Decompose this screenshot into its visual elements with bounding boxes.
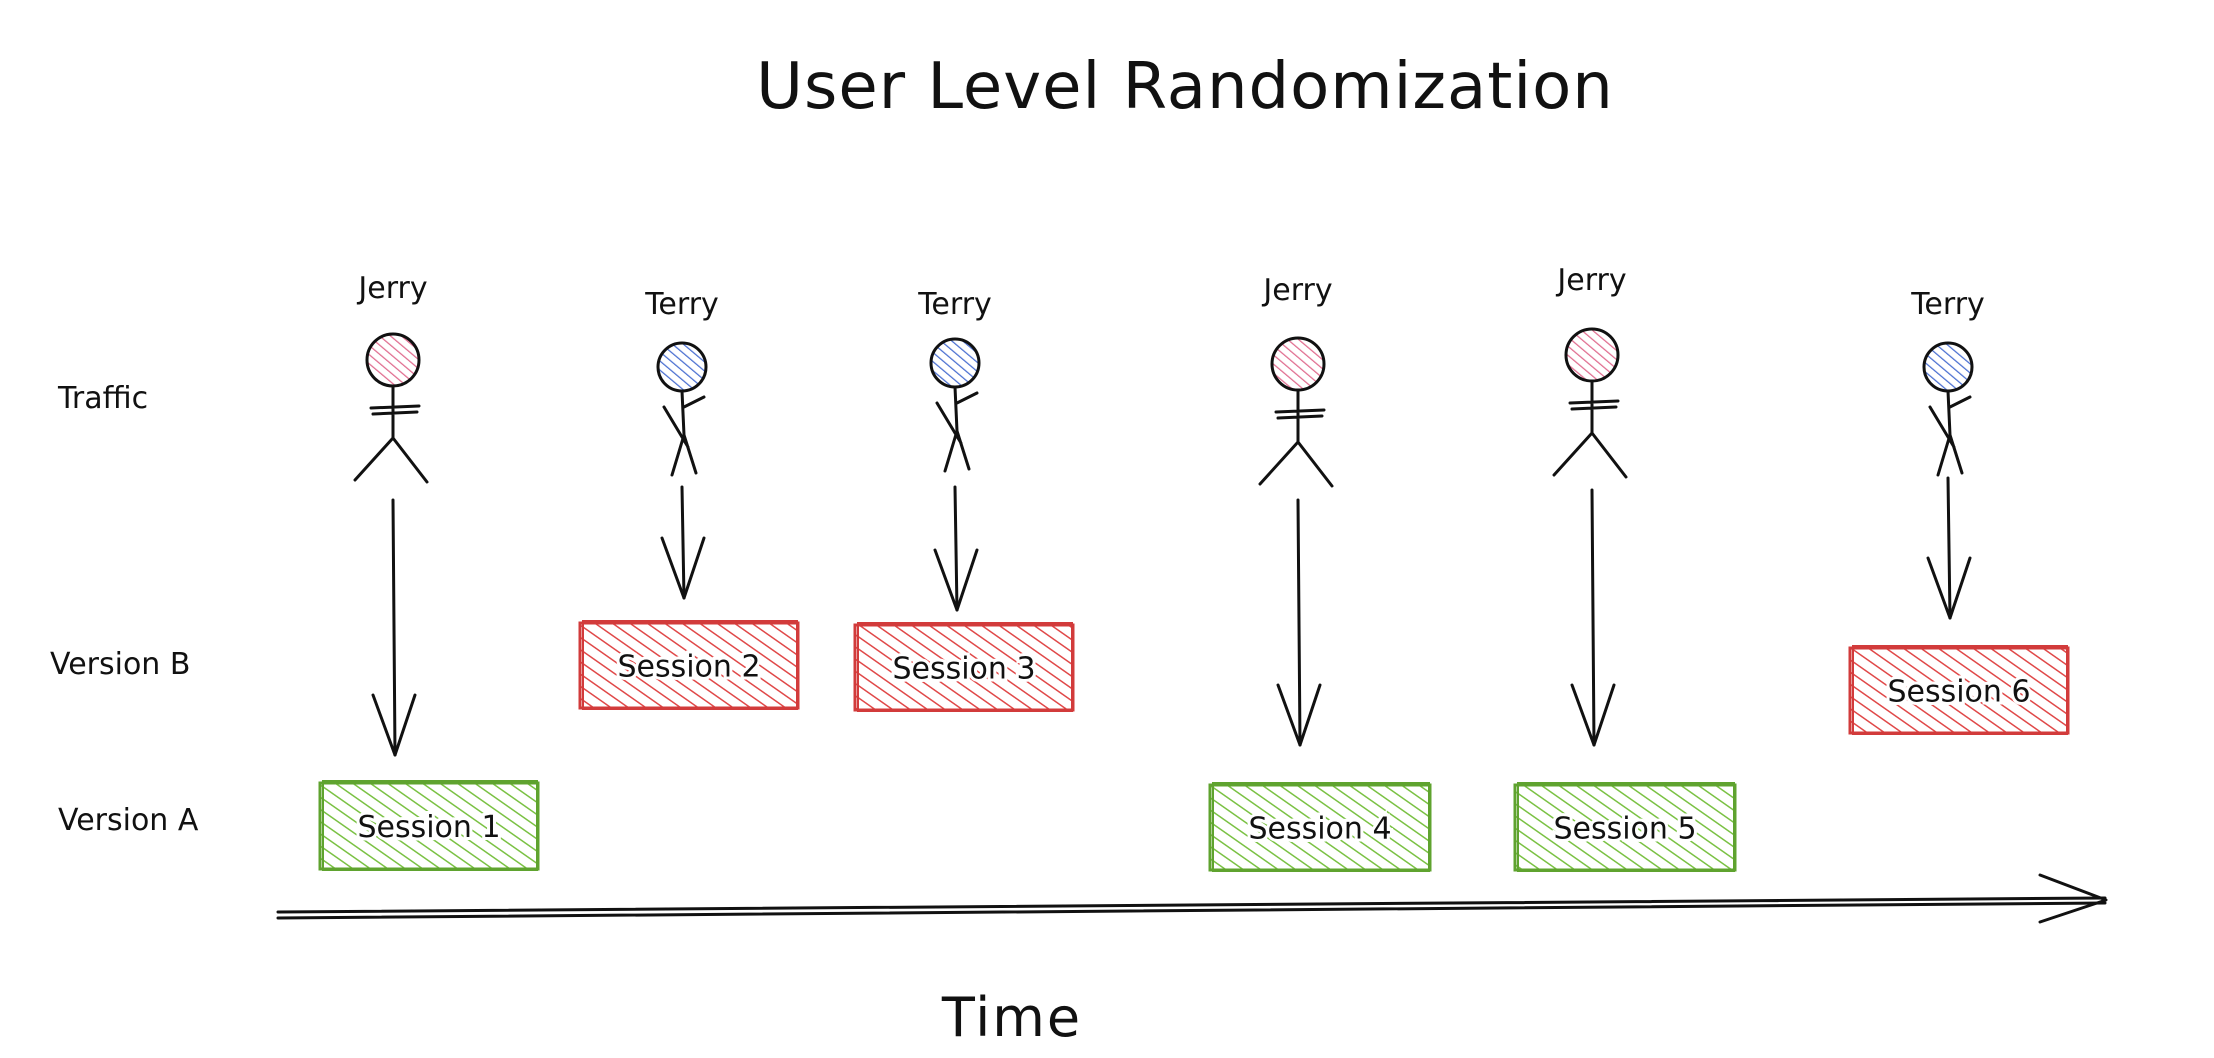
session-box-version-a: Session 4	[1208, 782, 1432, 872]
arrows-layer	[371, 476, 1972, 757]
user-body-icon	[662, 389, 706, 477]
session-label: Session 6	[1887, 675, 2030, 710]
diagram-title: User Level Randomization	[756, 50, 1614, 124]
user-head-icon	[929, 337, 981, 389]
user-head-icon	[1922, 341, 1974, 393]
session-label: Session 2	[617, 650, 760, 685]
user-head-icon	[365, 332, 421, 388]
user-figure: Jerry	[1258, 273, 1334, 488]
user-head-icon	[1270, 336, 1326, 392]
session-label: Session 1	[357, 810, 500, 845]
session-box-version-b: Session 6	[1848, 645, 2070, 735]
session-label: Session 4	[1248, 812, 1391, 847]
flow-arrow	[1926, 476, 1972, 620]
flow-arrow	[371, 498, 417, 757]
user-body-icon	[1928, 389, 1972, 477]
session-box-version-b: Session 2	[578, 620, 800, 710]
session-box-version-a: Session 1	[318, 780, 540, 871]
time-axis-arrowhead	[2038, 873, 2108, 924]
user-head-icon	[656, 341, 708, 393]
time-axis	[276, 873, 2108, 924]
user-name: Terry	[644, 287, 719, 322]
time-axis-line	[276, 896, 2107, 920]
session-label: Session 5	[1553, 812, 1696, 847]
row-label-traffic: Traffic	[57, 381, 148, 416]
session-box-version-b: Session 3	[853, 622, 1075, 712]
user-body-icon	[353, 384, 429, 484]
user-name: Terry	[917, 287, 992, 322]
user-name: Jerry	[1555, 263, 1626, 298]
session-label: Session 3	[892, 652, 1035, 687]
time-axis-label: Time	[941, 986, 1082, 1049]
row-label-version-a: Version A	[58, 803, 199, 838]
user-name: Terry	[1910, 287, 1985, 322]
user-body-icon	[1552, 379, 1628, 479]
user-body-icon	[935, 385, 979, 473]
user-figure: Terry	[917, 287, 992, 473]
sessions-layer: Session 1 Session 2 Session 3 Session 4 Sess…	[318, 620, 2070, 872]
flow-arrow	[933, 485, 979, 612]
flow-arrow	[660, 485, 706, 600]
flow-arrow	[1276, 498, 1322, 747]
flow-arrow	[1570, 488, 1616, 747]
session-box-version-a: Session 5	[1513, 782, 1737, 872]
user-head-icon	[1564, 327, 1620, 383]
user-figure: Terry	[644, 287, 719, 477]
user-name: Jerry	[1261, 273, 1332, 308]
user-name: Jerry	[356, 271, 427, 306]
user-figure: Jerry	[1552, 263, 1628, 479]
user-figure: Jerry	[353, 271, 429, 484]
user-body-icon	[1258, 388, 1334, 488]
user-figure: Terry	[1910, 287, 1985, 477]
row-label-version-b: Version B	[50, 647, 190, 682]
